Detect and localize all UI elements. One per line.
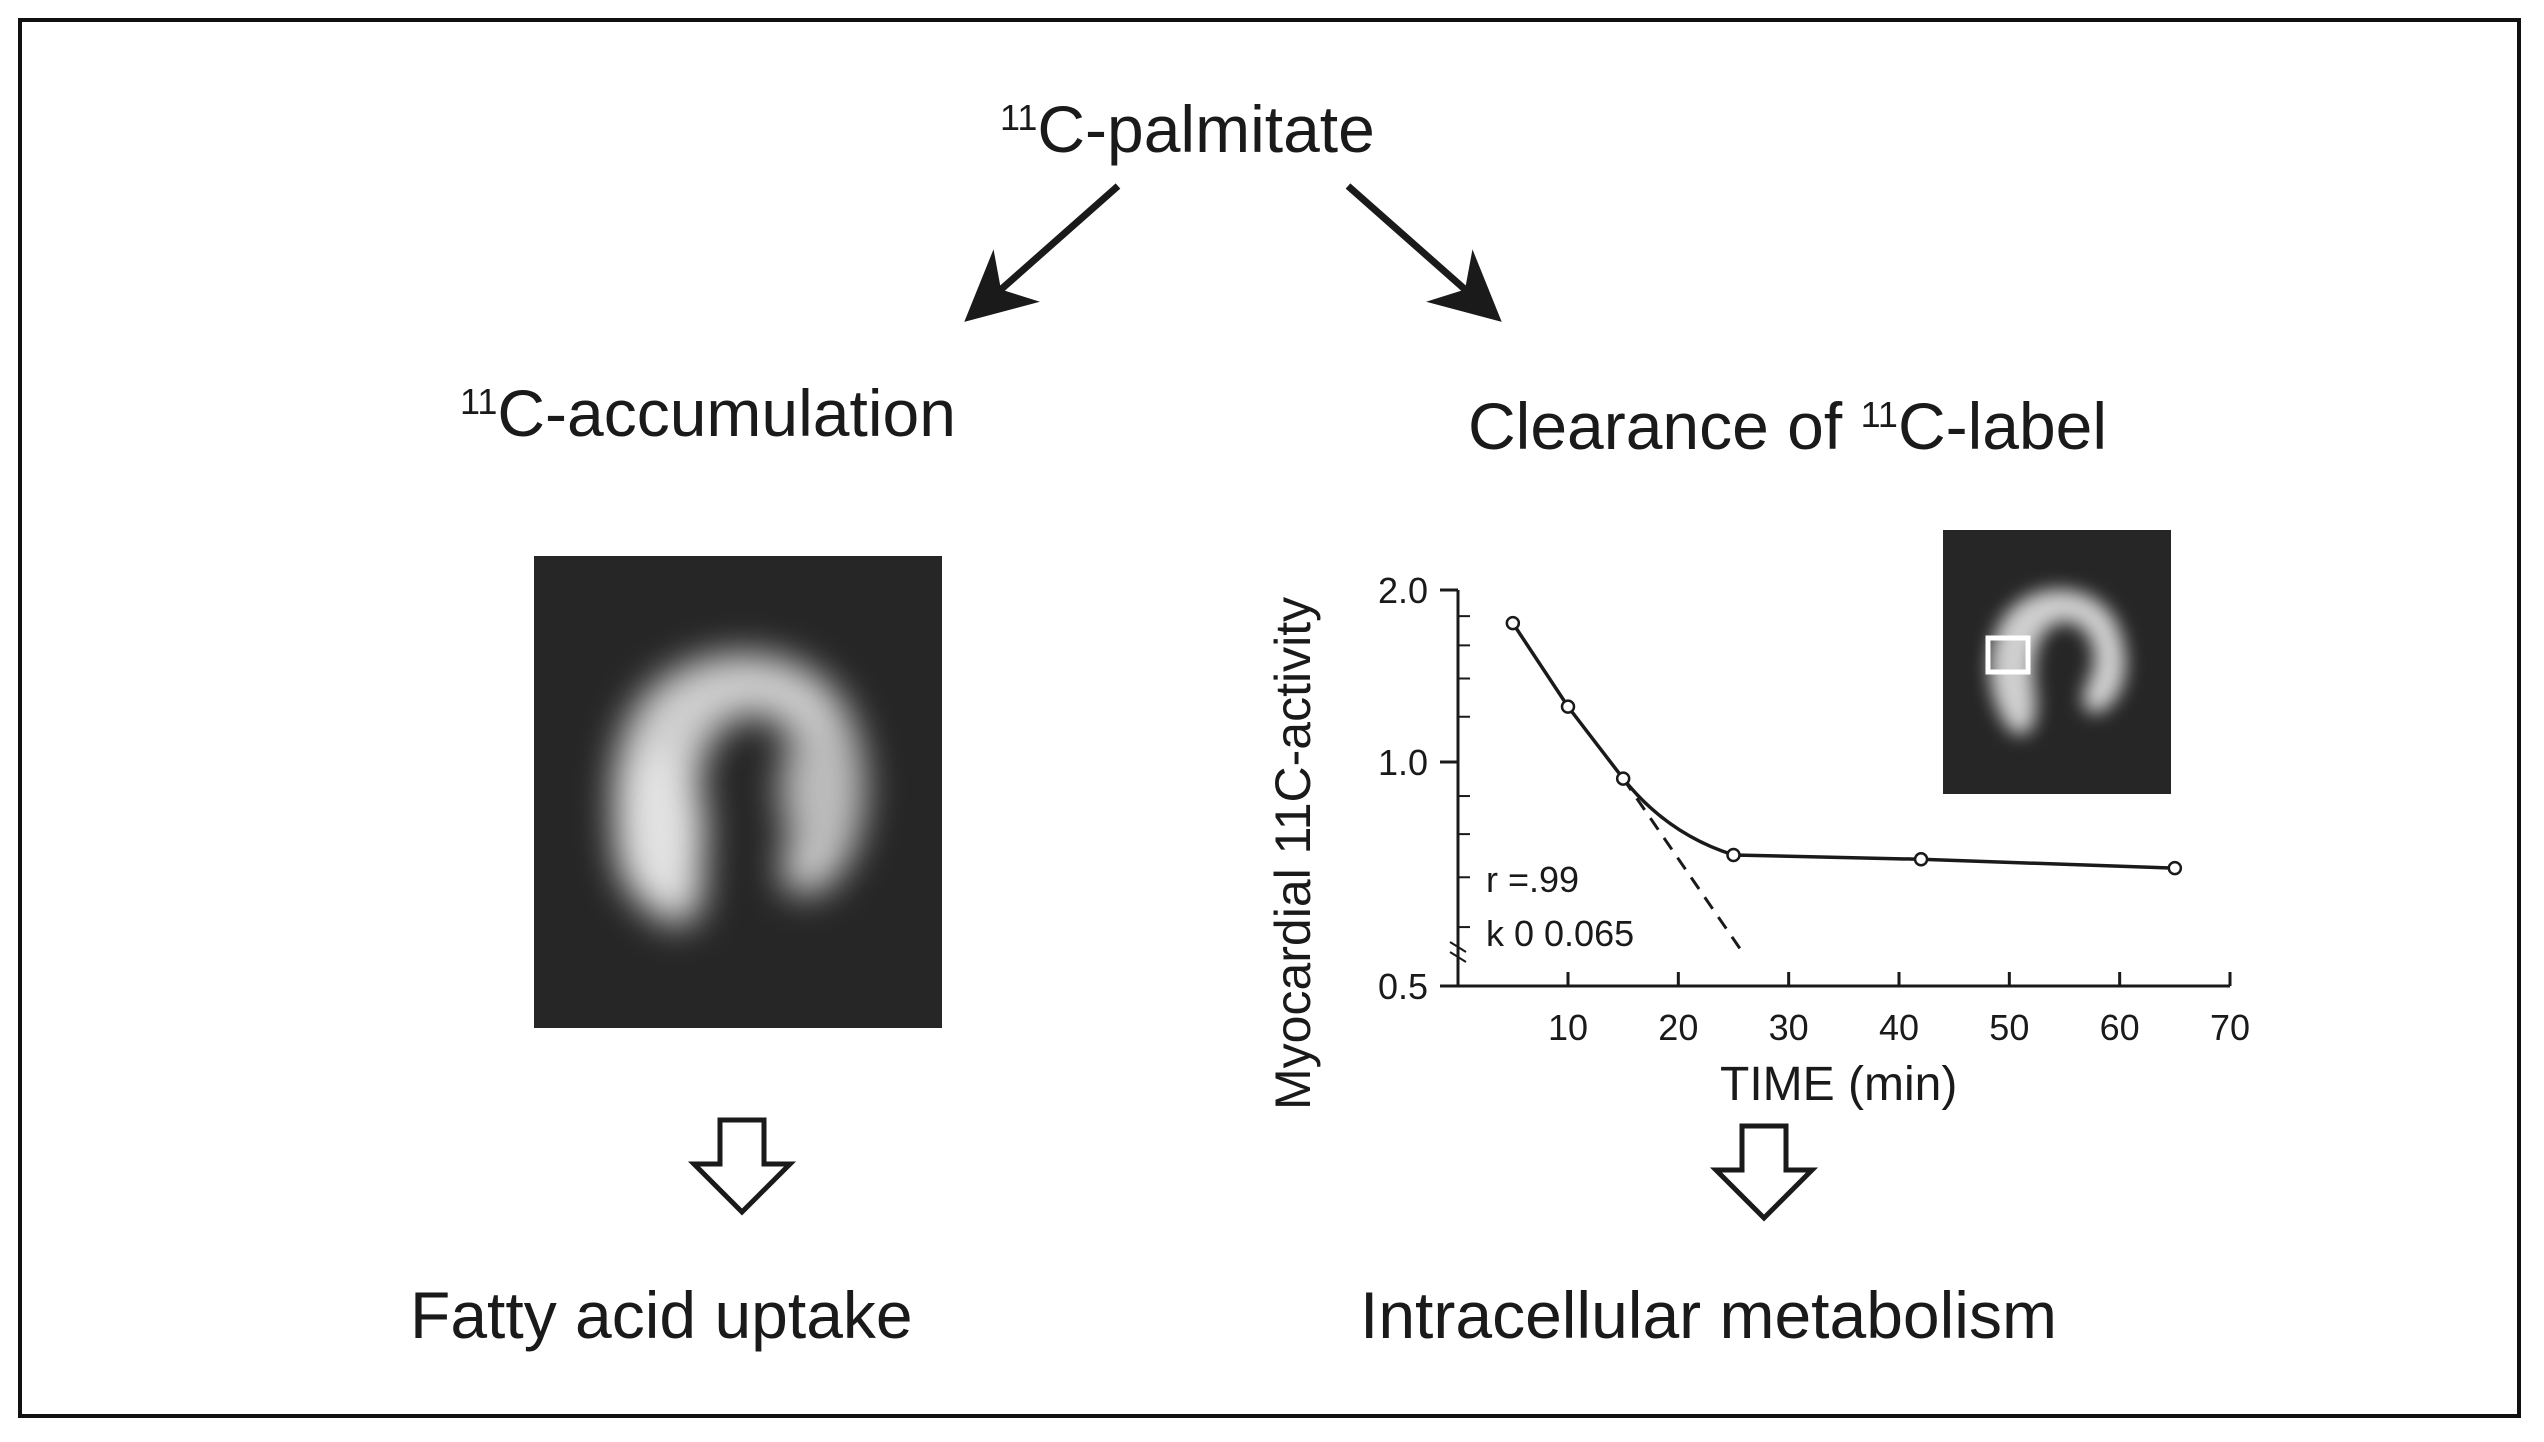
x-tick-label: 20 — [1658, 1007, 1698, 1048]
x-tick-label: 40 — [1879, 1007, 1919, 1048]
x-ticks: 10 20 30 40 50 60 70 — [1548, 972, 2250, 1048]
x-tick-label: 70 — [2210, 1007, 2250, 1048]
x-tick-label: 30 — [1769, 1007, 1809, 1048]
annotation-r: r =.99 — [1486, 859, 1579, 900]
figure-border — [18, 18, 2521, 1418]
data-point — [1505, 615, 1521, 631]
x-tick-label: 50 — [1989, 1007, 2029, 1048]
y-ticks: 0.5 1.0 2.0 — [1378, 570, 1458, 1007]
y-tick-label: 0.5 — [1378, 966, 1428, 1007]
clearance-heading: Clearance of 11C-label — [1468, 393, 2107, 459]
arrow-to-clearance — [1345, 183, 1502, 322]
fit-line — [1621, 777, 1746, 957]
data-point — [1615, 771, 1631, 786]
clearance-chart: 0.5 1.0 2.0 10 20 30 40 50 60 70 r =.99 k 0 0.06… — [1265, 570, 2250, 1111]
pet-scan-right — [1943, 530, 2171, 794]
y-minor-ticks — [1458, 615, 1470, 929]
tracer-name: C-palmitate — [1037, 92, 1375, 166]
arrow-to-accumulation — [964, 183, 1121, 322]
clearance-heading-pre: Clearance of — [1468, 389, 1861, 463]
axis-break-mark — [1449, 941, 1467, 963]
data-point — [2167, 860, 2183, 876]
pet-scan-left — [534, 556, 942, 1028]
intracellular-metabolism-label: Intracellular metabolism — [1360, 1278, 2057, 1352]
clearance-heading-post: C-label — [1897, 389, 2108, 463]
down-arrow-right — [1709, 1123, 1819, 1222]
x-axis-label: TIME (min) — [1720, 1058, 1957, 1111]
accumulation-heading: 11C-accumulation — [460, 380, 956, 446]
y-axis-label: Myocardial 11C-activity — [1265, 597, 1321, 1110]
down-arrow-left — [687, 1117, 797, 1216]
data-point — [1726, 847, 1741, 863]
x-tick-label: 60 — [2100, 1007, 2140, 1048]
accumulation-heading-text: C-accumulation — [497, 376, 956, 450]
data-point — [1913, 852, 1929, 867]
annotation-k: k 0 0.065 — [1486, 913, 1634, 954]
accumulation-isotope-superscript: 11 — [460, 381, 498, 422]
data-point — [1560, 699, 1576, 714]
fatty-acid-uptake-label: Fatty acid uptake — [410, 1278, 913, 1352]
clearance-isotope-superscript: 11 — [1860, 394, 1898, 435]
x-tick-label: 10 — [1548, 1007, 1588, 1048]
series-points — [1505, 615, 2183, 876]
tracer-isotope-superscript: 11 — [1000, 97, 1038, 138]
roi-box — [1985, 635, 2031, 675]
y-tick-label: 1.0 — [1378, 742, 1428, 783]
y-tick-label: 2.0 — [1378, 570, 1428, 611]
tracer-title: 11C-palmitate — [1000, 96, 1375, 162]
